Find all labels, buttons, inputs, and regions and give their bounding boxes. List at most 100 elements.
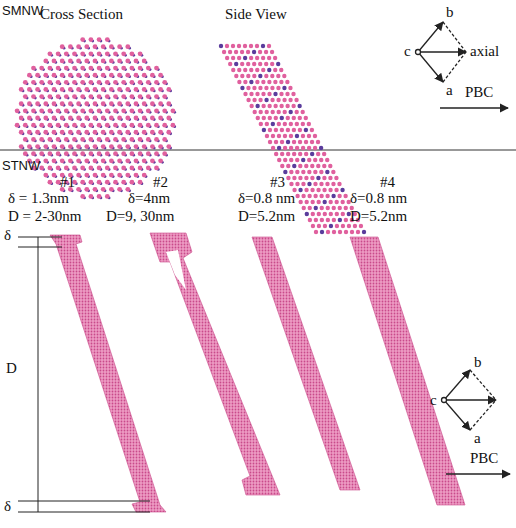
atom <box>298 140 302 144</box>
atom <box>295 182 299 186</box>
atom <box>68 59 73 64</box>
atom <box>317 224 321 228</box>
atom <box>286 176 290 180</box>
atom <box>52 116 57 121</box>
atom <box>344 218 348 222</box>
atom <box>228 62 232 66</box>
atom <box>154 108 159 113</box>
atom <box>344 206 348 210</box>
atom <box>289 182 293 186</box>
atom <box>48 180 53 185</box>
atom <box>117 101 122 106</box>
atom <box>80 80 85 85</box>
atom <box>52 144 57 149</box>
dimension-value: D=9, 30nm <box>106 208 174 225</box>
atom <box>93 101 98 106</box>
atom <box>331 182 335 186</box>
atom <box>93 59 98 64</box>
atom <box>258 86 262 90</box>
atom <box>150 144 155 149</box>
atom <box>138 166 143 171</box>
atom <box>289 146 293 150</box>
atom <box>138 66 143 71</box>
atom <box>39 66 44 71</box>
atom <box>121 180 126 185</box>
atom <box>109 101 114 106</box>
atom <box>48 151 53 156</box>
atom <box>292 116 296 120</box>
atom <box>97 180 102 185</box>
atom <box>328 188 332 192</box>
atom <box>297 104 301 108</box>
model-number: #2 <box>153 174 168 191</box>
atom <box>72 108 77 113</box>
atom <box>105 80 110 85</box>
atom <box>243 68 247 72</box>
dimension-symbol: δ <box>4 227 11 244</box>
atom <box>264 50 268 54</box>
atom <box>150 116 155 121</box>
atom <box>295 122 299 126</box>
atom <box>268 128 272 132</box>
atom <box>261 80 265 84</box>
atom <box>89 94 94 99</box>
atom <box>93 44 98 49</box>
cross-section-atoms <box>15 37 176 199</box>
atom <box>301 170 305 174</box>
atom <box>101 44 106 49</box>
model-number: #4 <box>380 174 395 191</box>
atom <box>237 44 241 48</box>
atom <box>68 130 73 135</box>
atom <box>121 123 126 128</box>
atom <box>258 74 262 78</box>
atom <box>237 56 241 60</box>
atom <box>76 158 81 163</box>
atom <box>307 170 311 174</box>
atom <box>270 62 274 66</box>
atom <box>166 130 171 135</box>
atom <box>89 137 94 142</box>
atom <box>117 187 122 192</box>
atom <box>64 94 69 99</box>
atom <box>117 73 122 78</box>
atom <box>154 123 159 128</box>
atom <box>274 152 278 156</box>
atom <box>146 123 151 128</box>
atom <box>283 170 287 174</box>
atom <box>93 187 98 192</box>
atom <box>313 134 317 138</box>
atom <box>146 66 151 71</box>
atom <box>314 206 318 210</box>
atom <box>52 173 57 178</box>
atom <box>243 92 247 96</box>
atom <box>314 230 318 234</box>
atom <box>105 37 110 42</box>
side-view-atoms <box>219 44 366 234</box>
axis-glyph <box>416 22 509 108</box>
atom <box>231 44 235 48</box>
atom <box>113 151 118 156</box>
atom <box>48 80 53 85</box>
atom <box>150 158 155 163</box>
atom <box>274 140 278 144</box>
atom <box>97 151 102 156</box>
atom <box>56 51 61 56</box>
atom <box>52 59 57 64</box>
atom <box>76 173 81 178</box>
atom <box>93 144 98 149</box>
atom <box>64 66 69 71</box>
atom <box>255 56 259 60</box>
atom <box>285 80 289 84</box>
atom <box>113 180 118 185</box>
atom <box>60 144 65 149</box>
atom <box>117 44 122 49</box>
atom <box>101 173 106 178</box>
atom <box>337 194 341 198</box>
atom <box>249 92 253 96</box>
atom <box>84 158 89 163</box>
atom <box>295 158 299 162</box>
atom <box>225 56 229 60</box>
atom <box>142 173 147 178</box>
atom <box>130 66 135 71</box>
atom <box>283 134 287 138</box>
